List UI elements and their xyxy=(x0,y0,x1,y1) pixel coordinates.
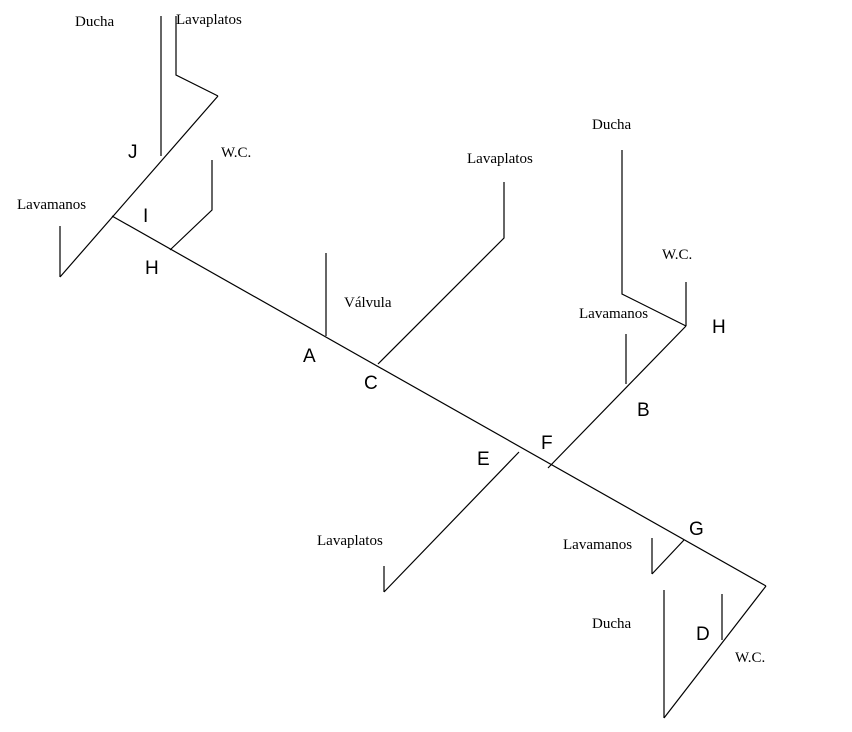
label-wc-right: W.C. xyxy=(662,247,693,263)
node-label-c: C xyxy=(364,373,378,394)
wc-riser-left xyxy=(169,160,213,251)
main-pipe xyxy=(111,215,767,587)
branch-upper-left xyxy=(59,95,219,278)
node-label-b: B xyxy=(637,400,650,421)
label-wc-lower: W.C. xyxy=(735,650,766,666)
lavamanos-branch-lower xyxy=(651,539,685,575)
label-ducha-lower: Ducha xyxy=(592,616,632,632)
lavaplatos-branch-lower xyxy=(383,451,520,593)
label-lavamanos-left: Lavamanos xyxy=(17,197,87,213)
node-label-h-right: H xyxy=(712,317,726,338)
node-label-j: J xyxy=(128,142,138,163)
node-label-a: A xyxy=(303,346,316,367)
node-label-e: E xyxy=(477,449,490,470)
label-lavamanos-lower: Lavamanos xyxy=(563,537,633,553)
node-label-g: G xyxy=(689,519,704,540)
label-ducha-right: Ducha xyxy=(592,117,632,133)
ducha-riser-right xyxy=(621,150,687,327)
node-label-d: D xyxy=(696,624,710,645)
lavaplatos-riser-top xyxy=(175,16,219,97)
branch-upper-right xyxy=(547,325,687,469)
node-label-h-left: H xyxy=(145,258,159,279)
label-lavaplatos-lower: Lavaplatos xyxy=(317,533,383,549)
branch-lower-right xyxy=(663,585,767,719)
label-lavaplatos-upper: Lavaplatos xyxy=(467,151,533,167)
label-ducha-top: Ducha xyxy=(75,14,115,30)
label-wc-left: W.C. xyxy=(221,145,252,161)
node-label-i: I xyxy=(143,206,149,227)
label-valvula: Válvula xyxy=(344,295,392,311)
lavaplatos-branch-upper xyxy=(377,182,505,365)
node-label-f: F xyxy=(541,433,553,454)
label-lavamanos-right: Lavamanos xyxy=(579,306,649,322)
label-lavaplatos-top: Lavaplatos xyxy=(176,12,242,28)
